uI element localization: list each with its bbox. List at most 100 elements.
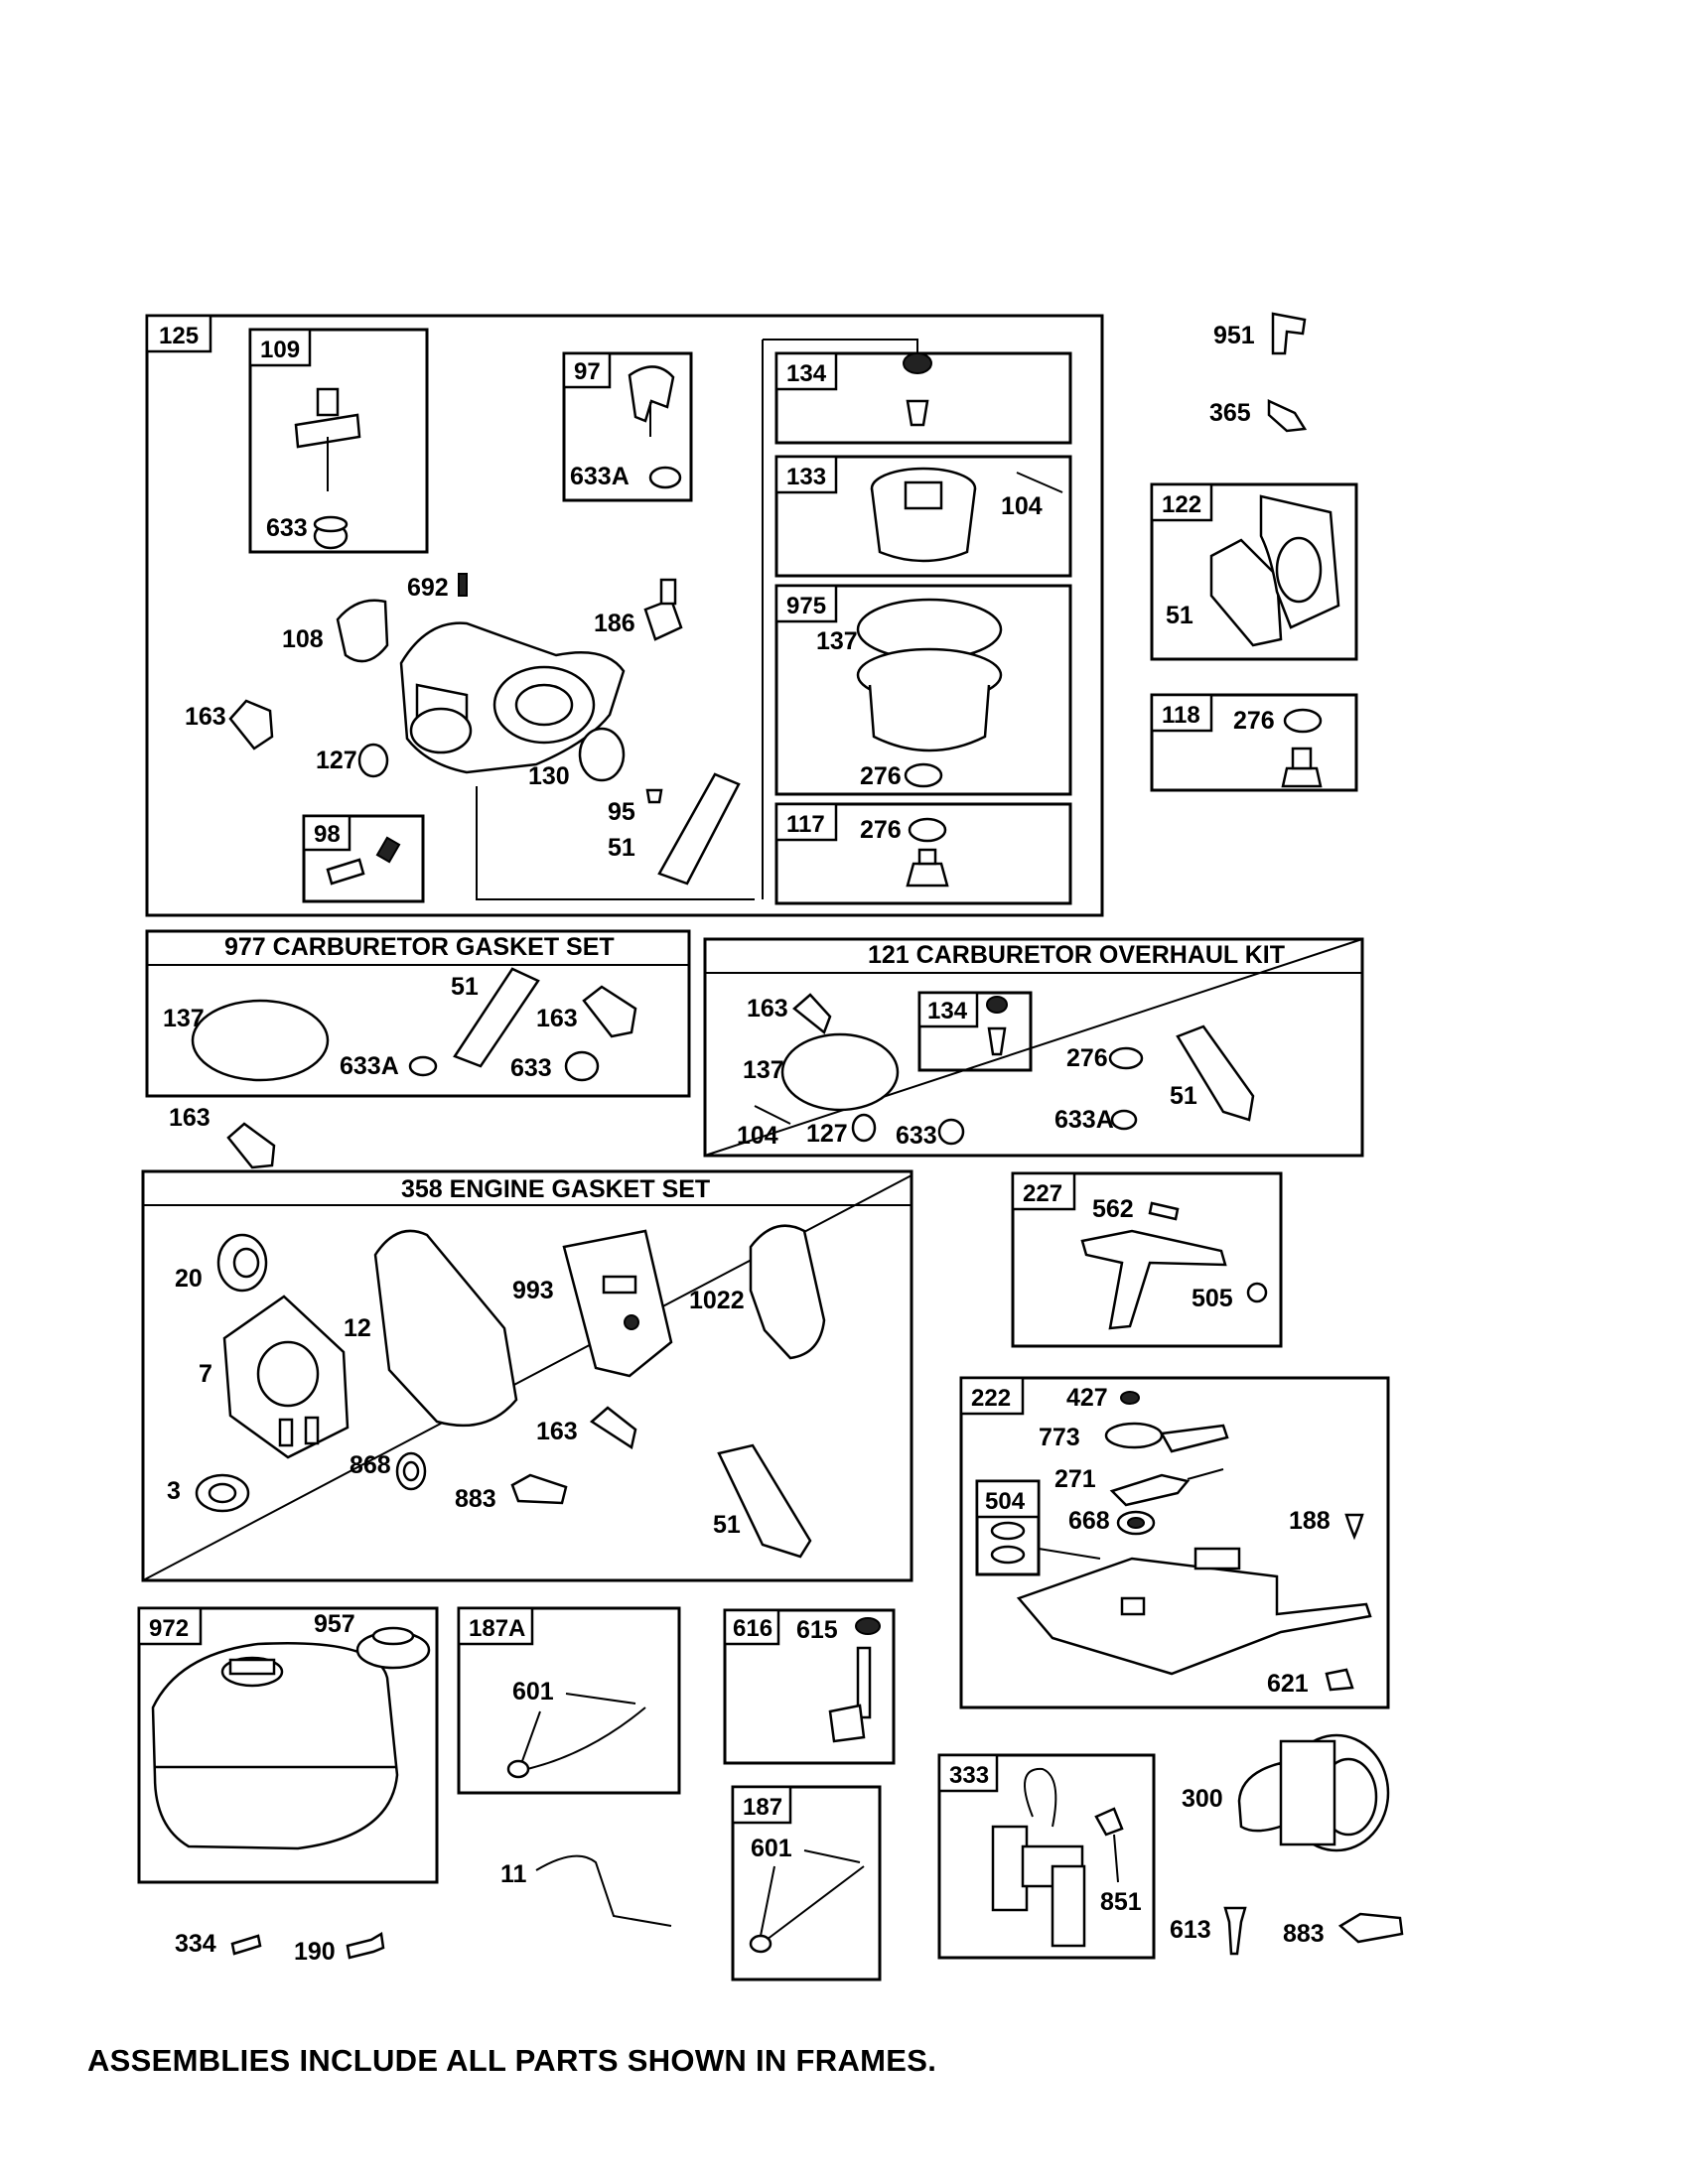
gasket-883 bbox=[1337, 1912, 1404, 1944]
label-633-kit: 633 bbox=[896, 1122, 937, 1150]
label-51-engine: 51 bbox=[713, 1511, 741, 1539]
gasket-883 bbox=[510, 1473, 568, 1505]
pin-104 bbox=[754, 1105, 791, 1125]
label-51-in-125: 51 bbox=[608, 834, 635, 862]
washer-part bbox=[990, 1545, 1026, 1565]
nut-505 bbox=[1246, 1282, 1268, 1303]
frame-133: 133 104 bbox=[774, 455, 1072, 578]
label-163-kit: 163 bbox=[747, 995, 788, 1023]
washer-276 bbox=[1108, 1046, 1144, 1070]
label-130: 130 bbox=[528, 762, 570, 790]
gasket-163 bbox=[582, 985, 637, 1038]
clamp-601 bbox=[749, 1934, 772, 1954]
label-163-gasket: 163 bbox=[536, 1005, 578, 1032]
tag-118: 118 bbox=[1162, 702, 1200, 729]
frame-227: 227 562 505 bbox=[1011, 1171, 1283, 1348]
label-3: 3 bbox=[167, 1477, 181, 1505]
tag-109: 109 bbox=[260, 337, 300, 363]
label-276-kit: 276 bbox=[1066, 1044, 1108, 1072]
tag-117: 117 bbox=[786, 811, 825, 838]
tag-975: 975 bbox=[786, 593, 826, 619]
label-20: 20 bbox=[175, 1265, 203, 1293]
screw-190 bbox=[346, 1931, 385, 1960]
tag-222: 222 bbox=[971, 1385, 1011, 1412]
gasket-51 bbox=[717, 1443, 812, 1559]
screw-part bbox=[326, 858, 365, 886]
tag-97: 97 bbox=[574, 358, 601, 385]
label-633A-kit: 633A bbox=[1054, 1106, 1114, 1134]
frame-187: 187 601 bbox=[731, 1785, 882, 1981]
throttle-plate-part bbox=[336, 599, 389, 663]
label-427: 427 bbox=[1066, 1384, 1108, 1412]
o-ring-137 bbox=[780, 1032, 900, 1112]
label-505: 505 bbox=[1192, 1285, 1233, 1312]
label-276-in-118: 276 bbox=[1233, 707, 1275, 735]
dipstick-tube-part bbox=[856, 1646, 872, 1719]
bushing-633 bbox=[313, 515, 349, 550]
plate-130 bbox=[578, 727, 626, 782]
valve-cover-gasket-1022 bbox=[749, 1224, 826, 1360]
fuel-cap-part bbox=[355, 1626, 431, 1670]
label-11: 11 bbox=[500, 1860, 527, 1888]
label-613: 613 bbox=[1170, 1916, 1211, 1944]
gasket-163 bbox=[228, 699, 274, 751]
fuel-line-part bbox=[758, 1865, 865, 1947]
frame-125: 125 bbox=[145, 314, 1104, 917]
seal-668 bbox=[1116, 1510, 1156, 1536]
label-957: 957 bbox=[314, 1610, 355, 1638]
frame-616: 616 615 bbox=[723, 1608, 896, 1765]
label-127-kit: 127 bbox=[806, 1120, 848, 1148]
label-300: 300 bbox=[1182, 1785, 1223, 1813]
label-1022: 1022 bbox=[689, 1287, 745, 1314]
label-163-loose: 163 bbox=[169, 1104, 210, 1132]
label-851: 851 bbox=[1100, 1888, 1142, 1916]
breather-tube-11 bbox=[535, 1854, 672, 1927]
tag-133: 133 bbox=[786, 464, 826, 490]
tag-125: 125 bbox=[159, 323, 199, 349]
label-668: 668 bbox=[1068, 1507, 1110, 1535]
seal-615 bbox=[855, 1617, 881, 1635]
clip-621 bbox=[1325, 1668, 1354, 1692]
lever-951 bbox=[1271, 312, 1307, 355]
title-977: 977 CARBURETOR GASKET SET bbox=[224, 933, 615, 961]
label-137-kit: 137 bbox=[743, 1056, 784, 1084]
label-7: 7 bbox=[199, 1360, 212, 1388]
frame-504: 504 bbox=[975, 1479, 1041, 1576]
label-868: 868 bbox=[350, 1451, 391, 1479]
washer-276 bbox=[1283, 708, 1323, 734]
fuel-tank-part bbox=[151, 1641, 399, 1850]
gasket-51 bbox=[453, 967, 540, 1068]
frame-975: 975 137 276 bbox=[774, 584, 1072, 796]
tag-504: 504 bbox=[985, 1488, 1026, 1515]
label-633-in-109: 633 bbox=[266, 514, 308, 542]
muffler-part bbox=[1237, 1733, 1390, 1852]
label-51-gasket: 51 bbox=[451, 973, 479, 1001]
nut-427 bbox=[1120, 1391, 1140, 1405]
frame-358-engine-gasket-set: 358 ENGINE GASKET SET 20 12 7 993 1022 3… bbox=[141, 1169, 913, 1582]
washer-part bbox=[990, 1521, 1026, 1541]
frame-118: 118 276 bbox=[1150, 693, 1358, 792]
washer-276 bbox=[908, 817, 947, 843]
label-104-kit: 104 bbox=[737, 1122, 778, 1150]
float-bowl-part bbox=[856, 598, 1003, 752]
label-163-engine: 163 bbox=[536, 1418, 578, 1445]
spring-692 bbox=[458, 573, 468, 597]
tag-187A: 187A bbox=[469, 1615, 525, 1642]
gasket-part bbox=[1209, 538, 1283, 647]
o-ring-137 bbox=[191, 999, 330, 1082]
label-883-engine: 883 bbox=[455, 1485, 496, 1513]
label-993: 993 bbox=[512, 1277, 554, 1304]
label-104: 104 bbox=[1001, 492, 1043, 520]
frame-972: 972 957 bbox=[137, 1606, 439, 1884]
leader-line bbox=[762, 339, 918, 899]
label-334: 334 bbox=[175, 1930, 216, 1958]
label-51-kit: 51 bbox=[1170, 1082, 1197, 1110]
plug-part bbox=[1281, 766, 1323, 788]
label-773: 773 bbox=[1039, 1424, 1080, 1451]
inlet-needle-part bbox=[987, 1026, 1007, 1056]
washer-633A bbox=[648, 466, 682, 489]
fuel-line-part bbox=[517, 1706, 646, 1772]
head-gasket-7 bbox=[222, 1295, 350, 1459]
tag-122: 122 bbox=[1162, 491, 1201, 518]
